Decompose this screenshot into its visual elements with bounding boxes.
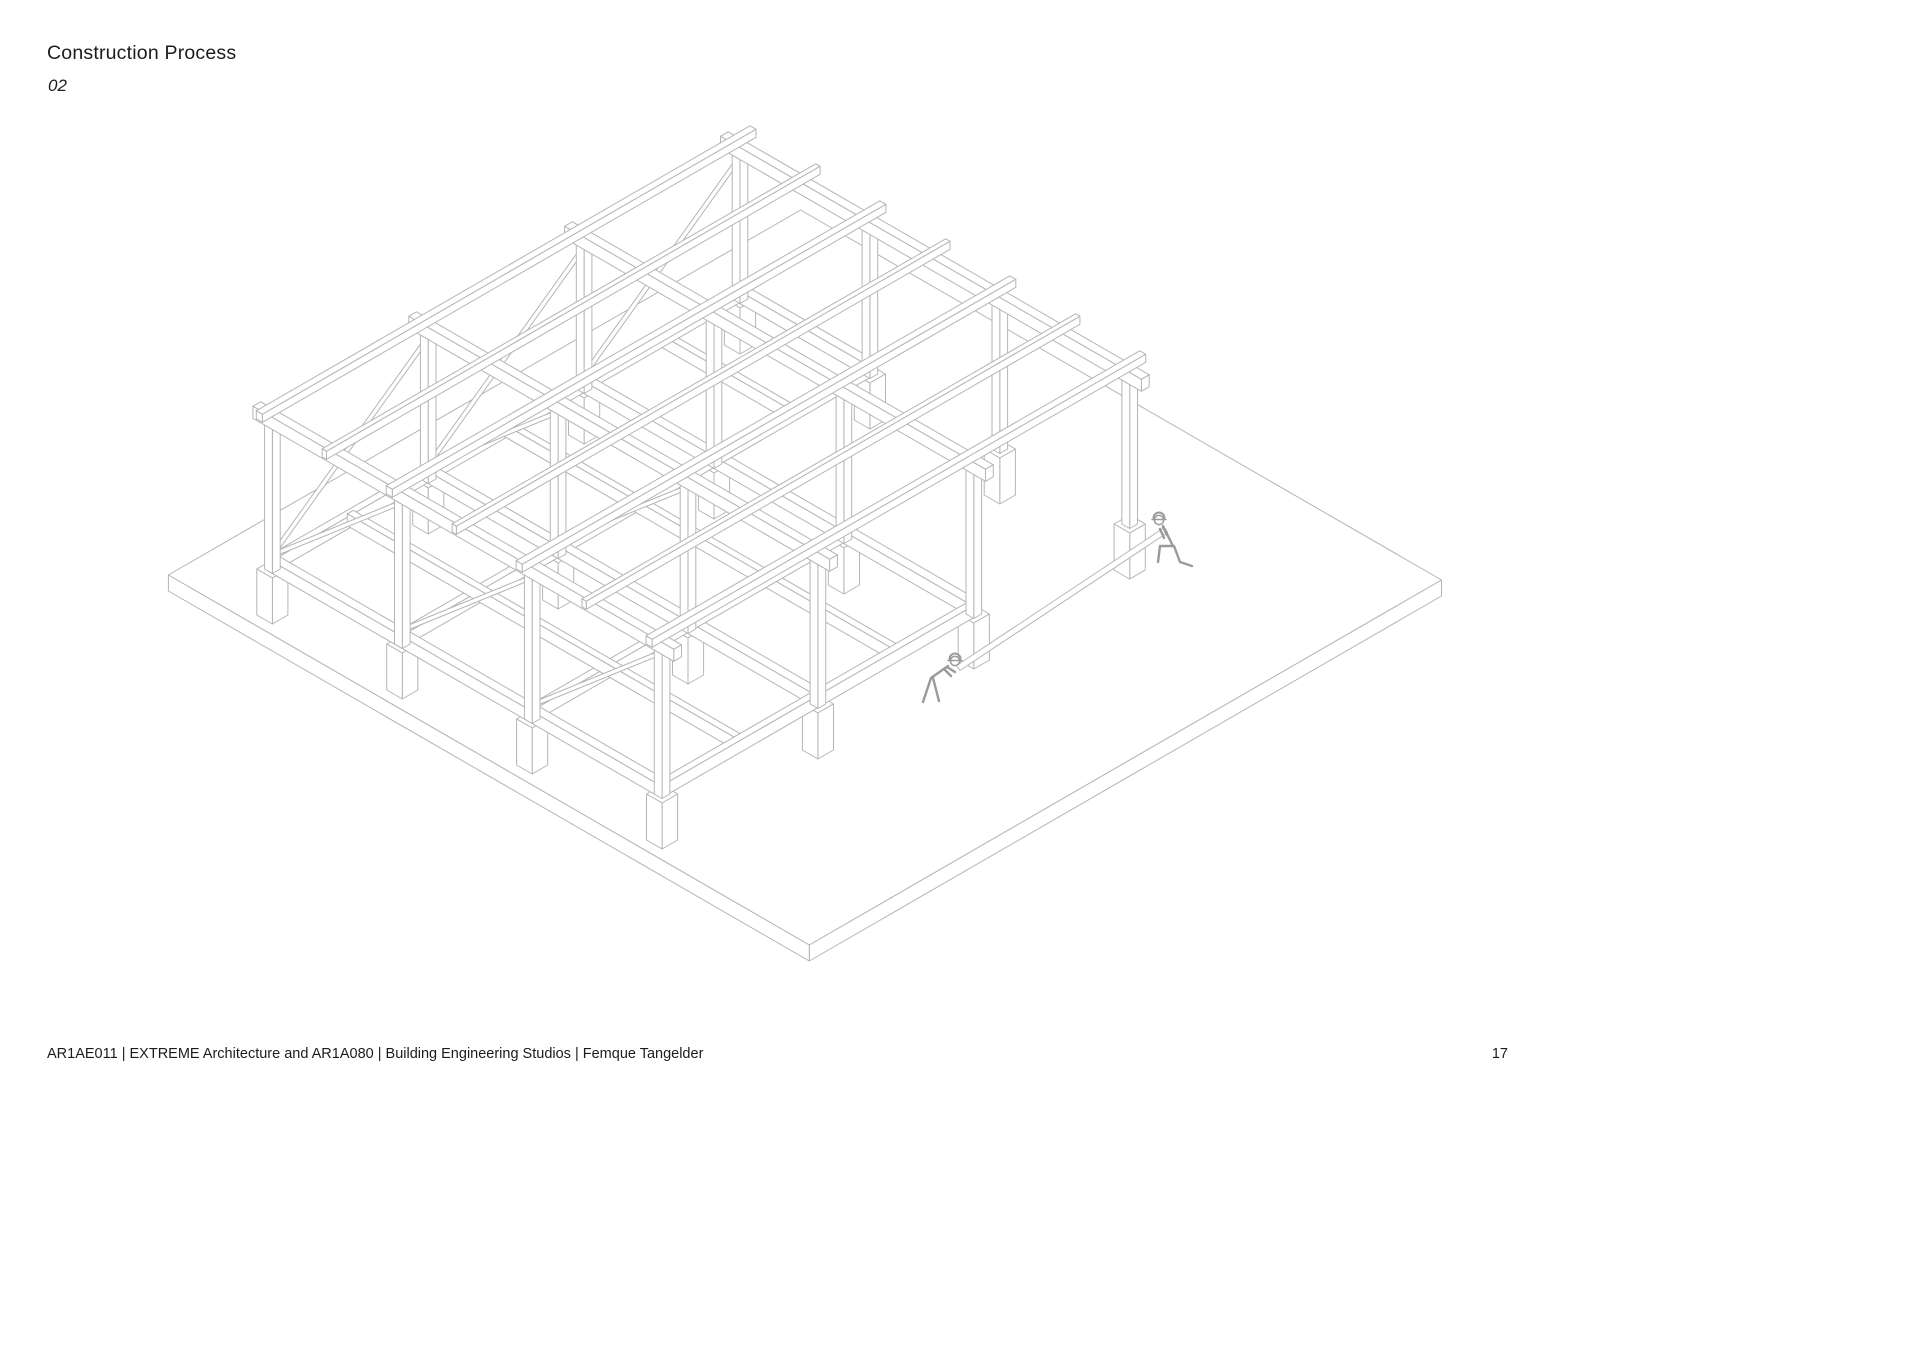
page-number: 17 [1491,1046,1508,1062]
step-number: 02 [48,76,67,95]
page-title: Construction Process [47,42,237,64]
footer-course-info: AR1AE011 | EXTREME Architecture and AR1A… [47,1046,704,1062]
